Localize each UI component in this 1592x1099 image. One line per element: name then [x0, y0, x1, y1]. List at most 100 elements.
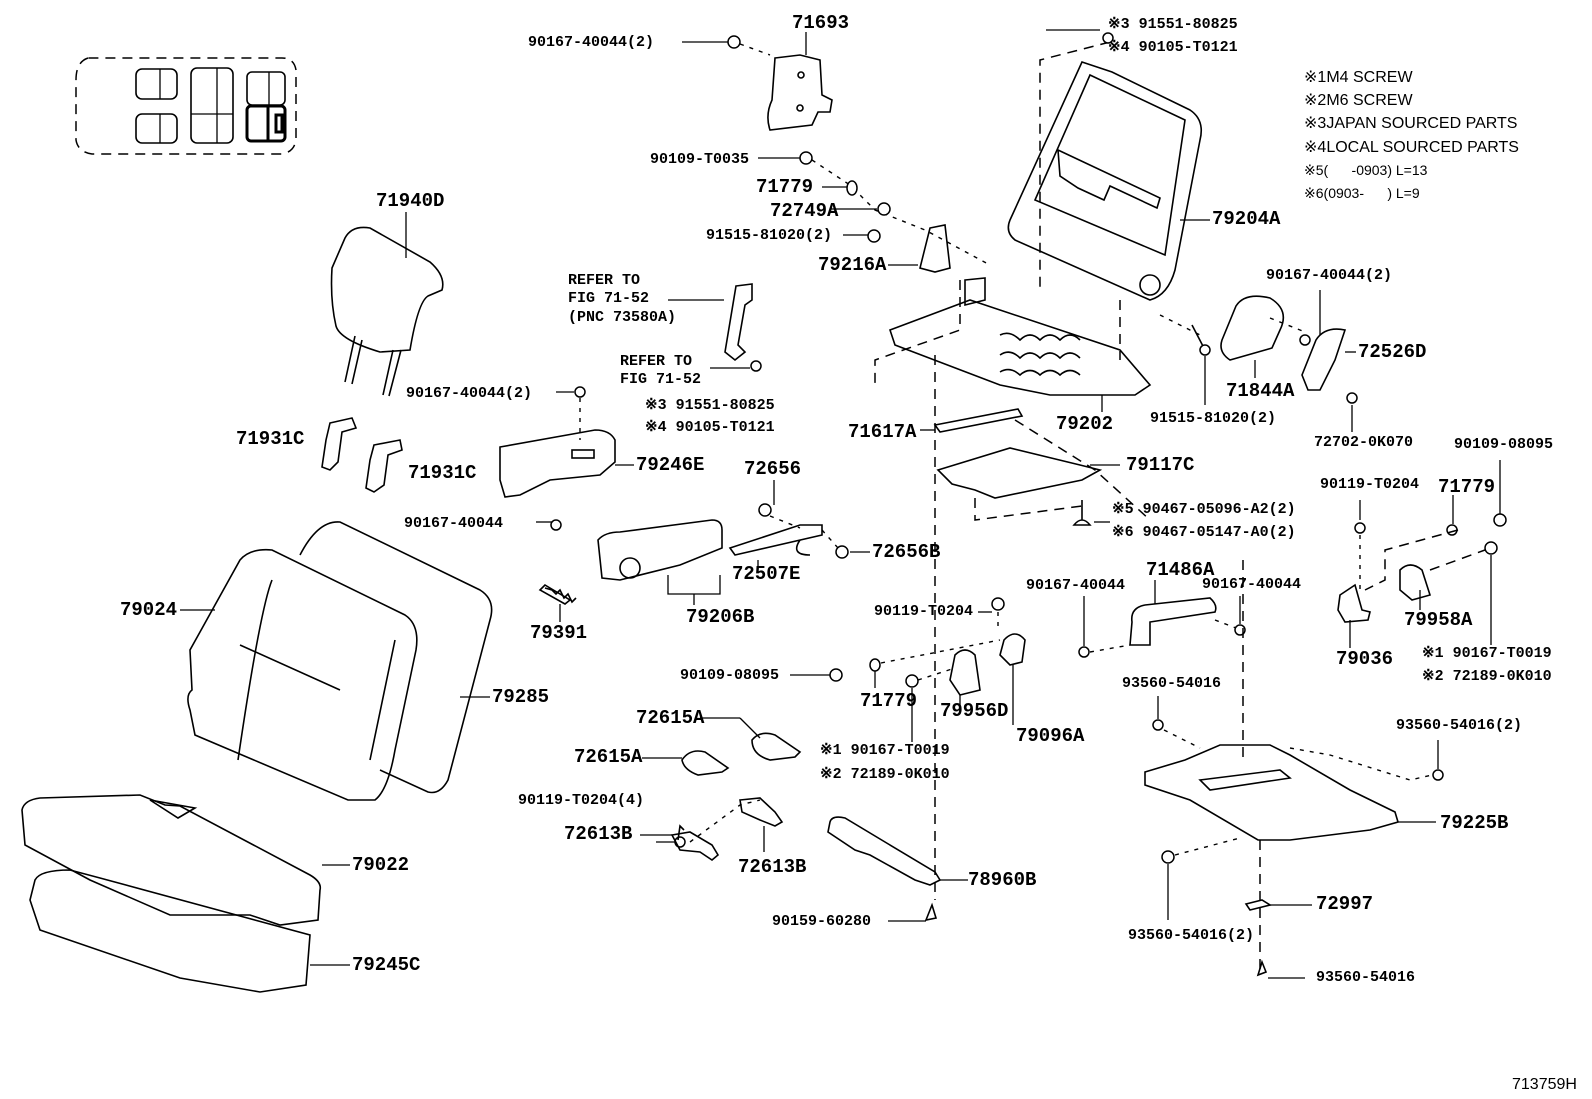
part-label[interactable]: 90109-T0035: [650, 151, 750, 168]
hinge-bracket-drawing: [790, 355, 1026, 900]
legend-text: M6 SCREW: [1326, 92, 1413, 109]
part-label[interactable]: 90109-08095: [680, 667, 780, 684]
refer-note-line[interactable]: FIG 71-52: [568, 290, 650, 308]
base-79225B-drawing: [1144, 560, 1444, 979]
part-label[interactable]: 72702-0K070: [1314, 434, 1414, 451]
headrest-support-drawing: [321, 417, 403, 493]
part-label[interactable]: 72656B: [872, 541, 941, 563]
part-label[interactable]: 72613B: [738, 856, 807, 878]
part-label[interactable]: 72613B: [564, 823, 633, 845]
part-label[interactable]: 91515-81020(2): [706, 227, 833, 244]
part-label[interactable]: ※3 91551-80825: [1108, 16, 1238, 33]
refer-note-line: (PNC 73580A): [568, 308, 677, 326]
part-label[interactable]: 91515-81020(2): [1150, 410, 1277, 427]
seat-belt-drawing: [668, 283, 762, 372]
part-label[interactable]: 72526D: [1358, 341, 1427, 363]
legend-mark: ※6: [1304, 185, 1324, 201]
refer-note: REFER TO FIG 71-52 (PNC 73580A): [568, 272, 676, 327]
side-bracket-drawing: [1337, 460, 1507, 648]
legend-item: ※1M4 SCREW: [1304, 70, 1413, 86]
part-label[interactable]: 93560-54016: [1122, 675, 1222, 692]
part-label[interactable]: ※1 90167-T0019: [1422, 645, 1552, 662]
part-label[interactable]: 79206B: [686, 606, 755, 628]
part-label[interactable]: 90167-40044(2): [1266, 267, 1393, 284]
part-label[interactable]: 90119-T0204: [1320, 476, 1420, 493]
part-label[interactable]: 79204A: [1212, 208, 1281, 230]
part-label[interactable]: 71779: [860, 690, 918, 712]
legend-mark: ※3: [1304, 115, 1327, 132]
part-label[interactable]: 90167-40044: [1026, 577, 1126, 594]
part-label[interactable]: 79245C: [352, 954, 421, 976]
refer-note-line: REFER TO: [620, 353, 693, 370]
part-label[interactable]: ※4 90105-T0121: [645, 419, 775, 436]
part-label[interactable]: 79202: [1056, 413, 1114, 435]
part-label[interactable]: ※1 90167-T0019: [820, 742, 950, 759]
part-label[interactable]: 71940D: [376, 190, 445, 212]
part-label[interactable]: 71486A: [1146, 559, 1215, 581]
part-label[interactable]: 93560-54016: [1316, 969, 1416, 986]
legend-item: ※4LOCAL SOURCED PARTS: [1304, 140, 1519, 156]
part-label[interactable]: 72997: [1316, 893, 1374, 915]
part-label[interactable]: 72749A: [770, 200, 839, 222]
part-label[interactable]: ※2 72189-0K010: [1422, 668, 1552, 685]
part-label[interactable]: 72615A: [636, 707, 705, 729]
seat-layout-inset: [75, 57, 297, 155]
part-label[interactable]: 79285: [492, 686, 550, 708]
legend-item: ※3JAPAN SOURCED PARTS: [1304, 116, 1517, 132]
part-label[interactable]: 71617A: [848, 421, 917, 443]
part-label[interactable]: 93560-54016(2): [1128, 927, 1255, 944]
part-label[interactable]: ※5 90467-05096-A2(2): [1112, 501, 1296, 518]
part-label[interactable]: 71779: [1438, 476, 1496, 498]
part-label[interactable]: 72615A: [574, 746, 643, 768]
figure-id: 713759H: [1512, 1076, 1577, 1093]
part-label[interactable]: 90109-08095: [1454, 436, 1554, 453]
part-label[interactable]: 90167-40044(2): [528, 34, 655, 51]
hinge-fasteners-drawing: [758, 29, 1114, 273]
legend-text: ( -0903) L=13: [1323, 162, 1428, 178]
part-label[interactable]: 90119-T0204: [874, 603, 974, 620]
part-label[interactable]: 79246E: [636, 454, 705, 476]
legend-text: M4 SCREW: [1326, 69, 1413, 86]
part-label[interactable]: 71779: [756, 176, 814, 198]
part-label[interactable]: ※6 90467-05147-A0(2): [1112, 524, 1296, 541]
part-label[interactable]: 90167-40044: [1202, 576, 1302, 593]
part-label[interactable]: 93560-54016(2): [1396, 717, 1523, 734]
part-label[interactable]: 72656: [744, 458, 802, 480]
part-label[interactable]: 79958A: [1404, 609, 1473, 631]
part-label[interactable]: 72507E: [732, 563, 801, 585]
seat-cushion-drawing: [21, 794, 350, 993]
part-label[interactable]: ※3 91551-80825: [645, 397, 775, 414]
spring-drawing: [544, 587, 577, 622]
legend-text: LOCAL SOURCED PARTS: [1326, 139, 1519, 156]
part-label[interactable]: 79391: [530, 622, 588, 644]
legend-mark: ※4: [1304, 139, 1327, 156]
part-label[interactable]: 71931C: [236, 428, 305, 450]
part-label[interactable]: 79956D: [940, 700, 1009, 722]
part-label[interactable]: 90119-T0204(4): [518, 792, 645, 809]
side-cover-79246E-drawing: [499, 386, 634, 531]
part-label[interactable]: ※2 72189-0K010: [820, 766, 950, 783]
bracket-71693-drawing: [682, 32, 833, 131]
part-label[interactable]: 79096A: [1016, 725, 1085, 747]
part-label[interactable]: ※4 90105-T0121: [1108, 39, 1238, 56]
legend-item: ※2M6 SCREW: [1304, 93, 1413, 109]
refer-note-line[interactable]: FIG 71-52: [620, 371, 702, 389]
part-label[interactable]: 79036: [1336, 648, 1394, 670]
part-label[interactable]: 79024: [120, 599, 178, 621]
pad-drawing: [920, 408, 1151, 526]
part-label[interactable]: 78960B: [968, 869, 1037, 891]
part-label[interactable]: 71693: [792, 12, 850, 34]
part-label[interactable]: 79225B: [1440, 812, 1509, 834]
part-label[interactable]: 79216A: [818, 254, 887, 276]
part-label[interactable]: 90167-40044(2): [406, 385, 533, 402]
part-label[interactable]: 71844A: [1226, 380, 1295, 402]
part-label[interactable]: 71931C: [408, 462, 477, 484]
seatback-cover-drawing: [180, 521, 493, 801]
part-label[interactable]: 90167-40044: [404, 515, 504, 532]
part-label[interactable]: 90159-60280: [772, 913, 872, 930]
part-label[interactable]: 79022: [352, 854, 410, 876]
hinge-cover-drawing: [1159, 290, 1358, 432]
part-label[interactable]: 79117C: [1126, 454, 1195, 476]
